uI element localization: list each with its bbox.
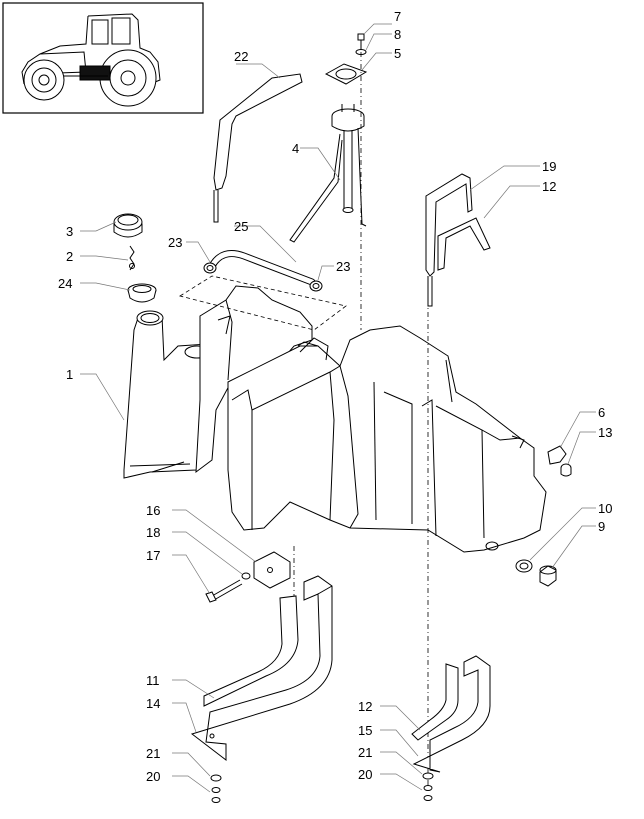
callout-12-lower: 12 bbox=[358, 699, 372, 714]
washer-left-20 bbox=[211, 787, 221, 803]
tractor-thumbnail bbox=[2, 2, 204, 114]
callout-8: 8 bbox=[394, 27, 401, 42]
sender-gasket bbox=[324, 63, 368, 85]
callout-20-left: 20 bbox=[146, 769, 160, 784]
support-pad-left bbox=[203, 595, 299, 707]
callout-21-right: 21 bbox=[358, 745, 372, 760]
fuel-tank bbox=[123, 285, 547, 553]
callout-1: 1 bbox=[66, 367, 73, 382]
callout-23-left: 23 bbox=[168, 235, 182, 250]
tank-clip bbox=[547, 445, 567, 465]
callout-10: 10 bbox=[598, 501, 612, 516]
callout-12-upper: 12 bbox=[542, 179, 556, 194]
callout-4: 4 bbox=[292, 141, 299, 156]
washer-right-21 bbox=[422, 772, 434, 780]
callout-15: 15 bbox=[358, 723, 372, 738]
vent-hose bbox=[208, 250, 316, 286]
drain-clamp bbox=[515, 559, 533, 573]
hose-clamp-left bbox=[203, 262, 217, 274]
callout-20-right: 20 bbox=[358, 767, 372, 782]
callout-3: 3 bbox=[66, 224, 73, 239]
bracket-bolt bbox=[205, 579, 243, 603]
callout-6: 6 bbox=[598, 405, 605, 420]
drain-cap bbox=[539, 565, 557, 587]
washer-right-20 bbox=[423, 785, 433, 801]
callout-25: 25 bbox=[234, 219, 248, 234]
callout-17: 17 bbox=[146, 548, 160, 563]
callout-22: 22 bbox=[234, 49, 248, 64]
bracket-washer bbox=[241, 572, 251, 580]
hose-routing-outline bbox=[178, 275, 347, 331]
callout-19: 19 bbox=[542, 159, 556, 174]
callout-21-left: 21 bbox=[146, 746, 160, 761]
callout-5: 5 bbox=[394, 46, 401, 61]
leader-lines bbox=[80, 23, 596, 793]
support-bracket-right bbox=[412, 655, 491, 773]
fuel-level-sender bbox=[289, 104, 367, 243]
callout-16: 16 bbox=[146, 503, 160, 518]
bracket-plate bbox=[253, 551, 291, 589]
callout-13: 13 bbox=[598, 425, 612, 440]
callout-24: 24 bbox=[58, 276, 72, 291]
support-bracket-left bbox=[190, 575, 333, 762]
tank-strap-right bbox=[425, 173, 473, 307]
callout-23-right: 23 bbox=[336, 259, 350, 274]
filler-strainer bbox=[127, 283, 157, 303]
filler-cap bbox=[113, 213, 143, 238]
strap-pad-upper bbox=[437, 217, 491, 271]
callout-11: 11 bbox=[146, 673, 160, 688]
callout-18: 18 bbox=[146, 525, 160, 540]
callout-7: 7 bbox=[394, 9, 401, 24]
callout-2: 2 bbox=[66, 249, 73, 264]
callout-14: 14 bbox=[146, 696, 160, 711]
cap-chain bbox=[129, 245, 135, 271]
callout-9: 9 bbox=[598, 519, 605, 534]
tank-plug-small bbox=[560, 463, 572, 477]
callout-labels: 1 2 3 24 22 4 25 23 23 7 8 5 19 12 6 13 … bbox=[58, 9, 612, 784]
washer-left-21 bbox=[210, 774, 222, 782]
tank-strap-left bbox=[213, 73, 303, 223]
hose-clamp-right bbox=[309, 280, 323, 292]
support-pad-right bbox=[411, 663, 459, 741]
tractor-icon bbox=[21, 13, 161, 107]
